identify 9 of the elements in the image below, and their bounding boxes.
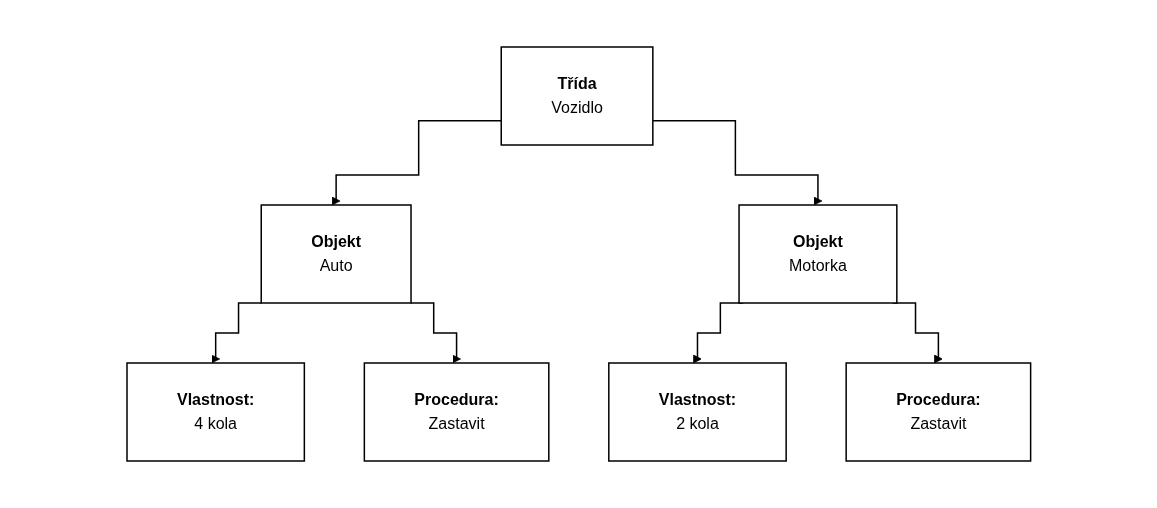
node-box: Vlastnost: 4 kola: [125, 362, 305, 462]
node-box: Procedura: Zastavit: [845, 362, 1032, 462]
arrow: [409, 302, 461, 364]
node-box: Třída Vozidlo: [500, 46, 654, 146]
node-box: Objekt Motorka: [738, 204, 898, 304]
arrow: [210, 302, 262, 364]
node-box: Vlastnost: 2 kola: [607, 362, 787, 462]
node-box: Procedura: Zastavit: [363, 362, 550, 462]
node-box: Objekt Auto: [260, 204, 412, 304]
